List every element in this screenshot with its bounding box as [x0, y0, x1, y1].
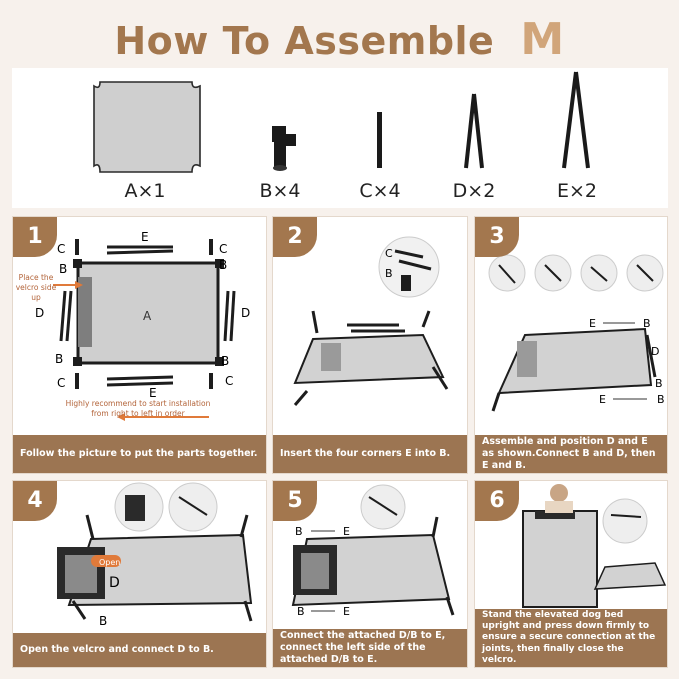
label-b: B — [55, 352, 63, 366]
part-d: D×2 — [444, 68, 504, 208]
open-tag: Open — [99, 558, 120, 567]
label-e: E — [343, 525, 350, 538]
install-order-note: Highly recommend to start installation f… — [65, 399, 211, 418]
step-caption: Follow the picture to put the parts toge… — [13, 435, 266, 473]
label-b: B — [219, 258, 227, 272]
label-b: B — [221, 354, 229, 368]
step-2-diagram: C B — [293, 236, 449, 406]
label-c: C — [57, 242, 65, 256]
label-e-bottom: E — [149, 386, 157, 400]
label-e-top: E — [141, 230, 149, 244]
short-pole-icon — [377, 112, 382, 168]
step-caption: Stand the elevated dog bed upright and p… — [475, 609, 667, 667]
part-label: D×2 — [452, 180, 496, 202]
part-b: B×4 — [250, 68, 310, 208]
part-e: E×2 — [542, 68, 612, 208]
step-number: 2 — [273, 217, 317, 257]
mesh-panel-icon — [93, 81, 201, 173]
label-c: C — [385, 247, 393, 260]
step-1-panel: A E E D D C C C C B B B B Place the velc… — [12, 216, 267, 474]
step-caption: Open the velcro and connect D to B. — [13, 633, 266, 667]
label-b: B — [99, 614, 107, 628]
folding-pole-icon — [464, 93, 484, 169]
step-number: 6 — [475, 481, 519, 521]
step-number: 3 — [475, 217, 519, 257]
step-caption: Connect the attached D/B to E, connect t… — [273, 629, 467, 667]
step-6-diagram — [522, 484, 667, 608]
label-c: C — [219, 242, 227, 256]
step-5-panel: B E B E 5 Connect the attached D/B to E,… — [272, 480, 468, 668]
part-label: A×1 — [124, 180, 166, 202]
velcro-note: Place the velcro side up — [15, 273, 57, 302]
step-3-diagram: E B D B E B — [488, 254, 665, 412]
part-label: C×4 — [359, 180, 401, 202]
parts-list: A×1 B×4 C×4 D×2 E×2 — [12, 68, 668, 208]
label-e: E — [343, 605, 350, 618]
label-b: B — [297, 605, 305, 618]
size-label: M — [520, 14, 565, 65]
part-label: B×4 — [259, 180, 301, 202]
label-d: D — [109, 575, 120, 591]
step-5-diagram: B E B E — [291, 484, 455, 618]
label-e: E — [589, 317, 596, 330]
label-a: A — [143, 309, 152, 323]
step-3-panel: E B D B E B 3 Assemble and position D an… — [474, 216, 668, 474]
label-d-right: D — [241, 306, 250, 320]
label-b: B — [295, 525, 303, 538]
label-d-left: D — [35, 306, 44, 320]
step-number: 1 — [13, 217, 57, 257]
step-number: 5 — [273, 481, 317, 521]
long-folding-pole-icon — [562, 71, 590, 169]
label-b: B — [643, 317, 651, 330]
step-caption: Insert the four corners E into B. — [273, 435, 467, 473]
corner-connector-icon — [272, 126, 296, 171]
label-d: D — [651, 345, 659, 358]
title-text: How To Assemble — [114, 19, 495, 63]
label-c: C — [57, 376, 65, 390]
part-c: C×4 — [352, 68, 408, 208]
label-b: B — [657, 393, 665, 406]
label-b: B — [59, 262, 67, 276]
label-e: E — [599, 393, 606, 406]
step-4-diagram: Open D B — [57, 482, 253, 628]
step-1-diagram: A E E D D C C C C B B B B — [35, 230, 250, 421]
step-4-panel: Open D B 4 Open the velcro and connect D… — [12, 480, 267, 668]
label-b: B — [385, 267, 393, 280]
step-number: 4 — [13, 481, 57, 521]
page-title: How To Assemble M — [0, 14, 679, 65]
step-2-panel: C B 2 Insert the four corners E into B. — [272, 216, 468, 474]
step-6-panel: 6 Stand the elevated dog bed upright and… — [474, 480, 668, 668]
part-label: E×2 — [556, 180, 597, 202]
label-b: B — [655, 377, 663, 390]
label-c: C — [225, 374, 233, 388]
part-a: A×1 — [80, 68, 210, 208]
step-caption: Assemble and position D and E as shown.C… — [475, 435, 667, 473]
